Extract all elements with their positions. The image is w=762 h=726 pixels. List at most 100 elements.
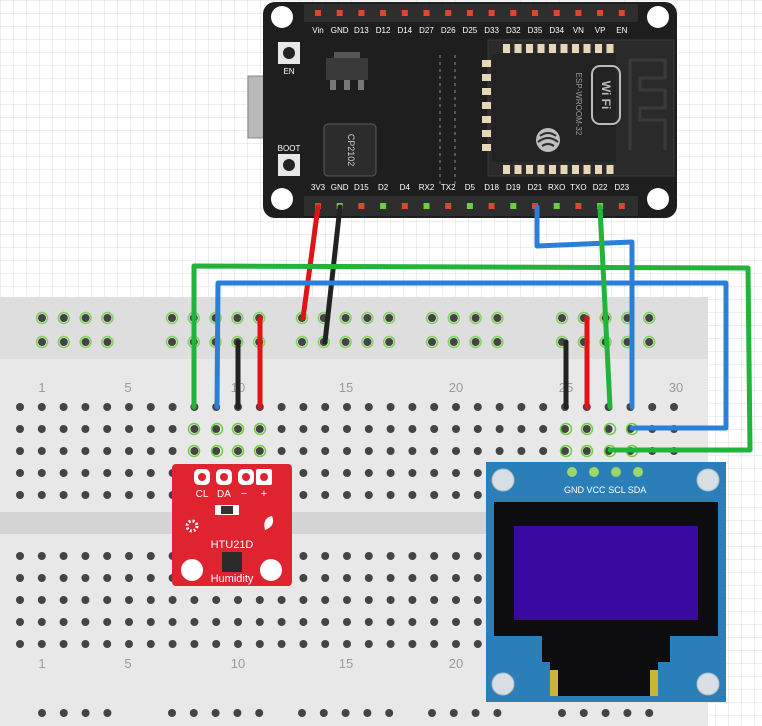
wroom-pad-left [482,88,491,95]
oled-display-module: GND VCC SCL SDA [486,462,726,702]
rail-hole-ring [35,311,49,325]
esp32-pin-vp [597,10,604,16]
terminal-hole [16,552,24,560]
terminal-hole [16,618,24,626]
terminal-hole [321,491,330,499]
rail-hole-ring [469,335,482,349]
esp32-pin-d32 [510,10,517,16]
htu21d-pin-label-da: DA [217,489,231,500]
rail-hole-ring [231,311,244,325]
terminal-hole [430,425,439,433]
antenna-trace [628,58,667,150]
connected-hole-ring [580,444,594,458]
terminal-hole [321,596,330,604]
wroom-pad-bottom [549,165,556,174]
esp32-pin-label-tx2-6: TX2 [441,183,456,192]
oled-pin-gnd [567,467,577,477]
connected-hole-ring [231,422,245,436]
terminal-hole [168,403,177,411]
terminal-hole [343,618,351,626]
terminal-hole [582,425,591,433]
terminal-hole [16,574,24,582]
htu21d-pad-4 [260,473,268,481]
column-number-bottom: 10 [231,656,245,671]
wroom-pad-top [537,44,545,53]
terminal-hole [408,640,417,648]
mount-hole-tr [647,6,669,28]
connected-hole-ring [559,422,573,436]
terminal-hole [452,469,460,477]
terminal-hole [103,447,112,455]
rail-hole-ring [361,311,374,325]
terminal-hole [408,447,417,455]
wire-esp-d21-to-breadboard [534,204,635,410]
boot-button-cap[interactable] [283,159,295,171]
rail-hole [493,709,502,717]
terminal-hole [125,447,133,455]
terminal-hole [212,640,221,648]
terminal-hole [234,447,242,455]
htu21d-pin-label-cl: CL [196,489,209,500]
terminal-hole [146,447,155,455]
esp32-pin-label-d23-14: D23 [614,183,629,192]
oled-flex-tab-left [550,670,558,696]
terminal-hole [81,469,90,477]
terminal-hole [125,491,133,499]
en-button-cap[interactable] [283,47,295,59]
oled-pin-sda [633,467,643,477]
wroom-pad-left [482,130,491,137]
terminal-hole [212,447,221,455]
terminal-hole [539,403,548,411]
oled-mount-hole-tr [696,468,720,492]
terminal-hole [16,640,24,648]
terminal-hole [321,640,330,648]
rail-hole-ring [425,311,439,325]
terminal-hole [103,491,112,499]
terminal-hole [146,403,155,411]
wroom-pad-left [482,60,491,67]
column-number-bottom: 15 [339,656,353,671]
rail-hole [81,709,90,717]
wroom-pad-bottom [526,165,533,174]
boot-label: BOOT [278,144,301,153]
terminal-hole [343,403,351,411]
terminal-hole [452,447,460,455]
terminal-hole [103,469,112,477]
column-number-bottom: 5 [124,656,131,671]
espressif-logo-mark [537,132,559,147]
rail-hole [59,314,68,322]
terminal-hole [321,574,330,582]
terminal-hole [81,491,90,499]
terminal-hole [146,574,155,582]
terminal-hole [299,447,308,455]
wroom-label: ESP-WROOM-32 [574,73,583,136]
terminal-hole [277,596,286,604]
htu21d-chip [222,552,242,572]
esp32-pin-label-d22-13: D22 [593,183,608,192]
terminal-hole [452,491,460,499]
wroom-pad-top [572,44,579,53]
terminal-hole [343,552,351,560]
terminal-hole [125,469,133,477]
terminal-hole [386,640,395,648]
terminal-hole [364,425,373,433]
terminal-hole [255,618,264,626]
esp32-pin-d5-7 [466,203,473,209]
terminal-hole [59,491,68,499]
terminal-hole [81,618,90,626]
terminal-hole [234,618,242,626]
terminal-hole [37,425,46,433]
esp32-pin-vn [575,10,582,16]
terminal-hole [146,552,155,560]
terminal-hole [364,618,373,626]
oled-pin-vcc [589,467,599,477]
terminal-hole [212,425,221,433]
esp32-pin-d25 [466,10,473,16]
rail-hole-ring [101,335,114,349]
terminal-hole [364,596,373,604]
terminal-hole [430,491,439,499]
oled-flex-connector [550,662,658,696]
terminal-hole [495,425,504,433]
